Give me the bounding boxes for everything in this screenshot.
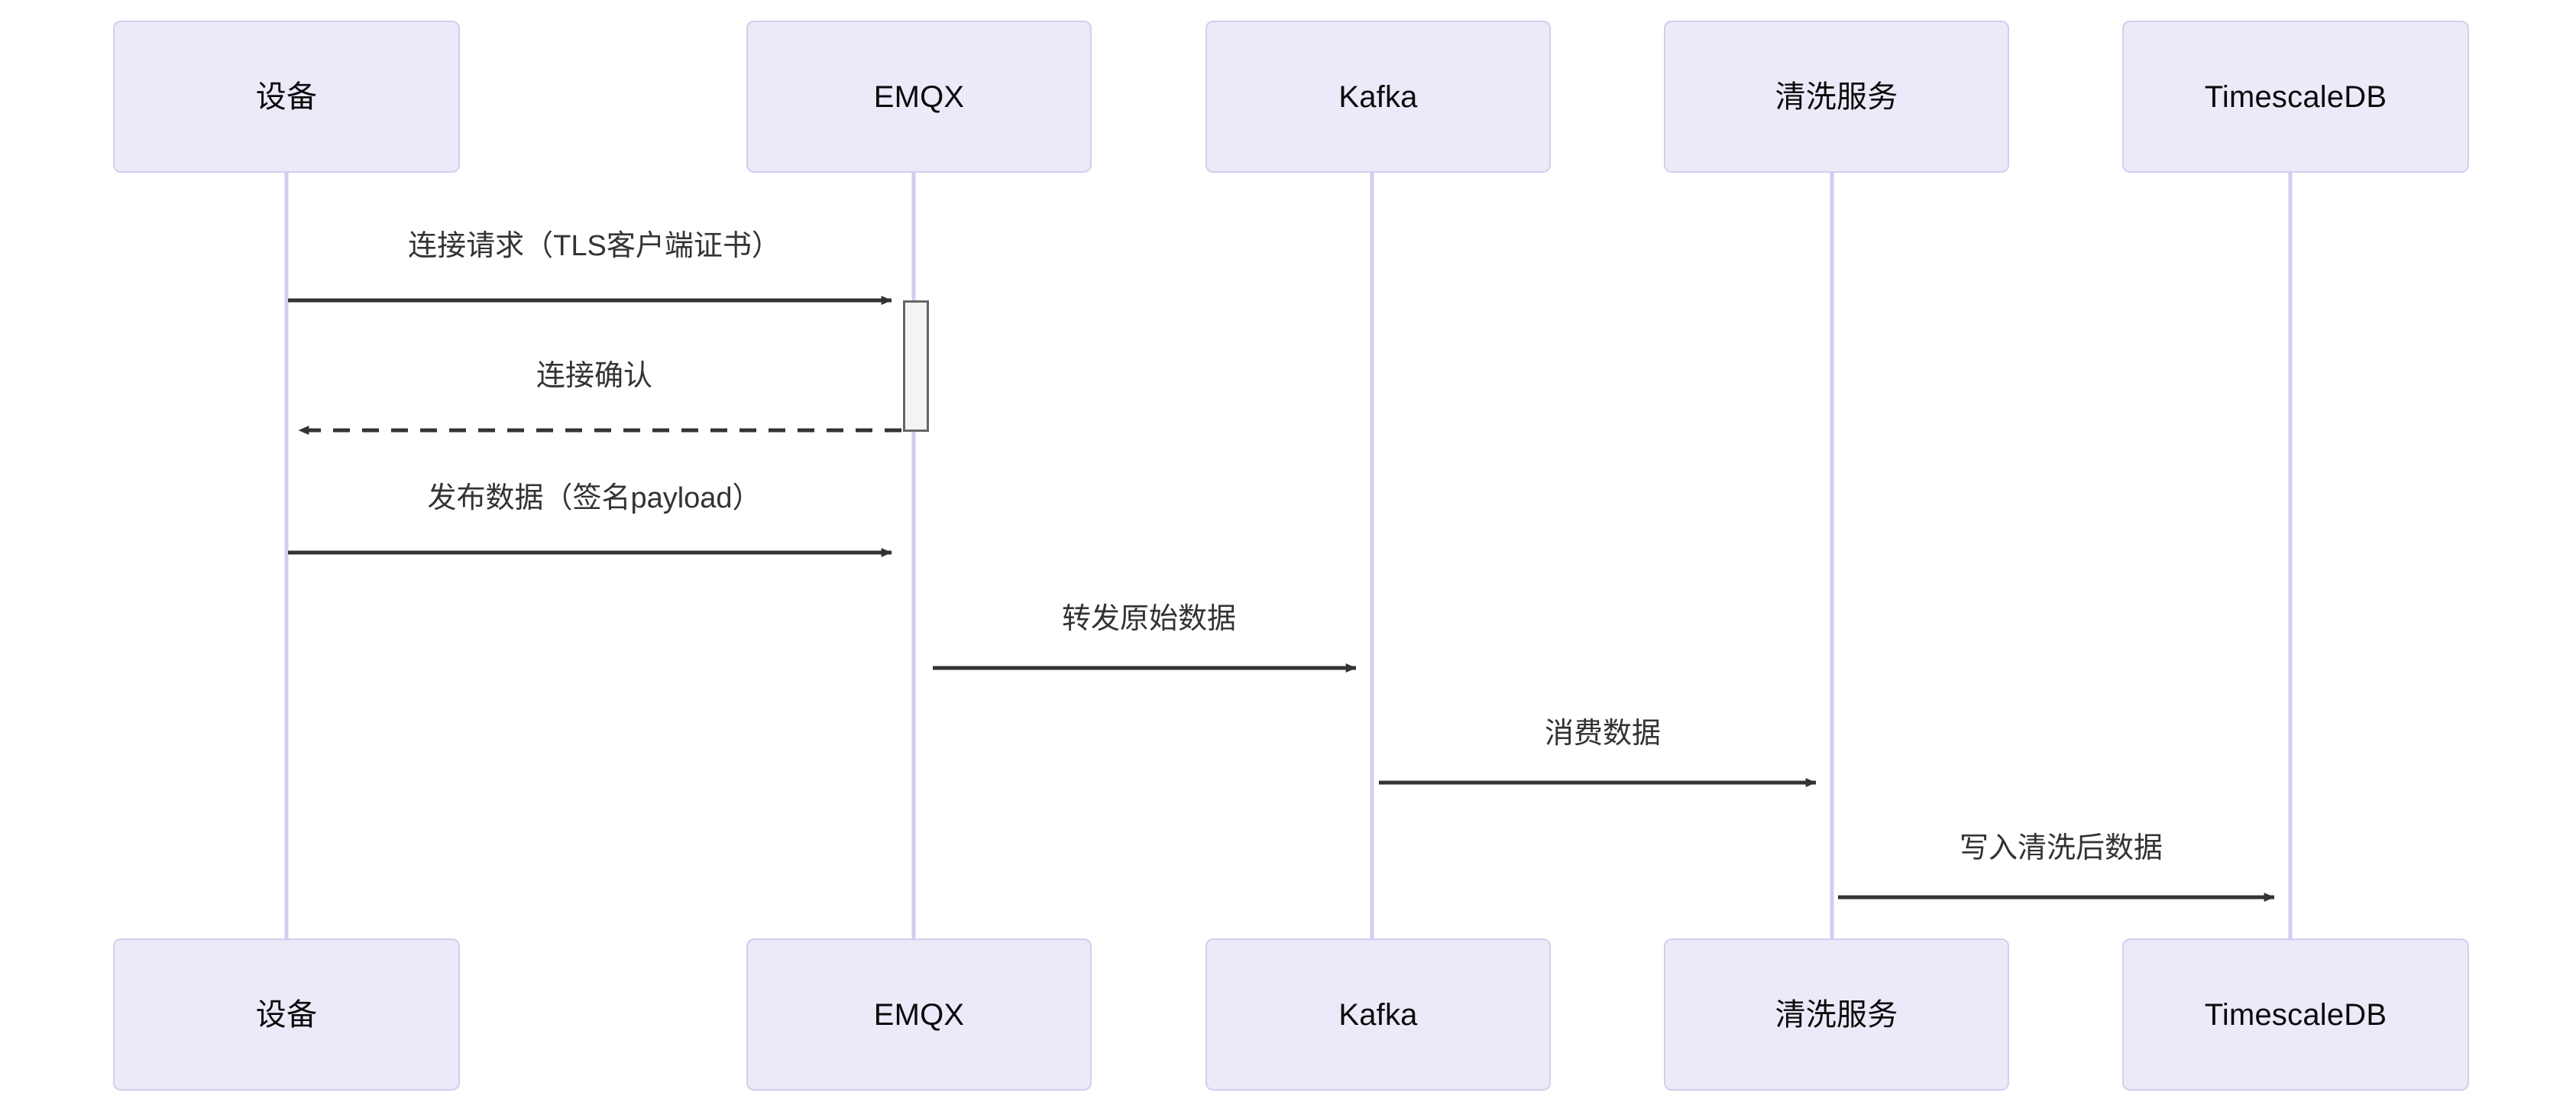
actor-label-device: 设备 xyxy=(255,79,318,114)
actor-box-timescaledb-bottom[interactable]: TimescaleDB xyxy=(2122,939,2469,1091)
actor-label-emqx: EMQX xyxy=(873,79,965,114)
actor-label-device: 设备 xyxy=(255,997,318,1032)
activation-bar-emqx xyxy=(903,300,929,432)
actor-box-kafka-bottom[interactable]: Kafka xyxy=(1205,939,1551,1091)
message-arrow-group xyxy=(288,296,2275,902)
lifeline-emqx xyxy=(911,173,916,939)
actor-box-device-top[interactable]: 设备 xyxy=(113,21,460,173)
message-label-m5: 消费数据 xyxy=(1544,718,1662,750)
actor-box-kafka-top[interactable]: Kafka xyxy=(1205,21,1551,173)
actor-box-timescaledb-top[interactable]: TimescaleDB xyxy=(2122,21,2469,173)
message-label-m4: 转发原始数据 xyxy=(1061,603,1237,635)
actor-box-device-bottom[interactable]: 设备 xyxy=(113,939,460,1091)
message-label-m1: 连接请求（TLS客户端证书） xyxy=(408,230,781,262)
message-label-m6: 写入清洗后数据 xyxy=(1959,832,2163,864)
actor-label-kafka: Kafka xyxy=(1338,79,1418,114)
lifeline-timescaledb xyxy=(2288,173,2293,939)
actor-label-cleaning: 清洗服务 xyxy=(1775,997,1898,1032)
message-label-m3: 发布数据（签名payload） xyxy=(427,482,762,514)
lifeline-group xyxy=(284,173,2293,939)
lifeline-device xyxy=(284,173,289,939)
lifeline-cleaning xyxy=(1830,173,1834,939)
actor-box-emqx-bottom[interactable]: EMQX xyxy=(746,939,1092,1091)
actor-box-cleaning-top[interactable]: 清洗服务 xyxy=(1664,21,2009,173)
actor-label-emqx: EMQX xyxy=(873,997,965,1032)
actor-label-cleaning: 清洗服务 xyxy=(1775,79,1898,114)
message-label-m2: 连接确认 xyxy=(536,360,653,392)
actor-box-cleaning-bottom[interactable]: 清洗服务 xyxy=(1664,939,2009,1091)
actor-box-emqx-top[interactable]: EMQX xyxy=(746,21,1092,173)
actor-label-timescaledb: TimescaleDB xyxy=(2204,997,2387,1032)
actor-label-kafka: Kafka xyxy=(1338,997,1418,1032)
lifeline-kafka xyxy=(1370,173,1374,939)
actor-label-timescaledb: TimescaleDB xyxy=(2204,79,2387,114)
